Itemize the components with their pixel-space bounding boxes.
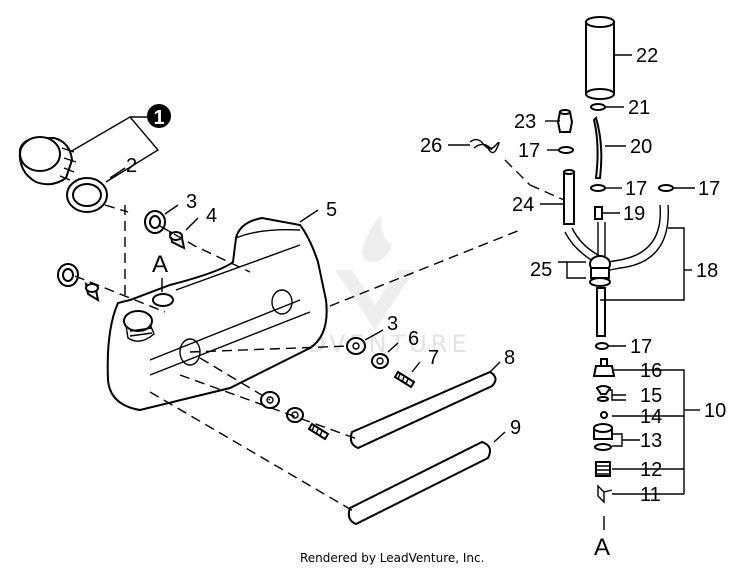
o-ring-17-mid: [590, 184, 606, 192]
filter-cap-16: [592, 358, 616, 377]
callout-15: 15: [640, 385, 662, 407]
render-credit: Rendered by LeadVenture, Inc.: [300, 551, 484, 565]
callout-6: 6: [408, 328, 419, 350]
callout-18: 18: [696, 260, 718, 282]
bushing-upper: [168, 230, 186, 250]
filter-seal-15: [595, 385, 612, 402]
washer-right-small: [371, 353, 389, 369]
filter-element-12: [595, 461, 611, 477]
callout-17-mid: 17: [625, 178, 647, 200]
callout-3-lower: 3: [387, 313, 398, 335]
o-ring-21: [590, 103, 606, 111]
fuel-tank: [106, 216, 328, 412]
pickup-tube: [563, 169, 575, 225]
callout-7: 7: [428, 347, 439, 369]
callout-22: 22: [636, 45, 658, 67]
callout-1: 1: [153, 107, 164, 129]
callout-25: 25: [530, 259, 552, 281]
callout-11: 11: [640, 484, 661, 506]
leader-lines-right: [448, 54, 700, 530]
strap-upper: [349, 370, 497, 450]
filter-ball-14: [600, 411, 608, 419]
callout-10: 10: [704, 400, 726, 422]
callout-1-badge: 1: [147, 104, 171, 129]
o-ring-17-lower: [595, 342, 609, 350]
washer-lower-small: [286, 407, 304, 423]
o-ring-17-right: [658, 184, 674, 192]
callout-16: 16: [640, 360, 662, 382]
callout-12: 12: [640, 459, 662, 481]
o-ring-17-upper: [558, 146, 574, 154]
callout-9: 9: [510, 417, 521, 439]
retainer-chain: [469, 138, 500, 154]
callout-13: 13: [640, 430, 662, 452]
filter-clip-11: [597, 484, 613, 504]
fuel-filter-stack: [592, 358, 616, 504]
callout-3-upper: 3: [186, 191, 197, 213]
callout-4: 4: [206, 205, 217, 227]
screw-lower: [307, 422, 330, 441]
callout-14: 14: [640, 406, 662, 428]
callout-20: 20: [630, 136, 652, 158]
callout-8: 8: [504, 347, 515, 369]
assembly-lines-right: [504, 159, 565, 201]
callout-2: 2: [126, 155, 137, 177]
callout-17-upper: 17: [518, 140, 540, 162]
washer-right: [346, 337, 366, 355]
leader-lines-left: [69, 116, 506, 443]
strap-lower: [347, 440, 491, 526]
callout-21: 21: [628, 97, 650, 119]
bushing-left: [84, 281, 100, 303]
reference-a-bottom: A: [594, 534, 610, 561]
grommet-upper: [144, 210, 166, 234]
callout-5: 5: [326, 199, 337, 221]
vent-valve: [556, 109, 574, 133]
callout-24: 24: [512, 194, 534, 216]
callout-17-lower: 17: [630, 336, 652, 358]
fuel-hose-20: [592, 116, 603, 179]
fuel-cap: [18, 136, 77, 186]
watermark-logo-icon: [335, 215, 415, 330]
fuel-line-assembly: [564, 204, 669, 337]
callout-26: 26: [420, 135, 442, 157]
tank-neck: [123, 310, 155, 342]
reference-a-top: A: [152, 251, 168, 278]
callout-17-right: 17: [698, 178, 720, 200]
connector-19: [594, 206, 603, 220]
callout-23: 23: [514, 111, 536, 133]
screw-right: [393, 370, 416, 389]
filter-spacer-13: [593, 423, 613, 451]
callout-19: 19: [623, 203, 645, 225]
grommet-left: [57, 263, 79, 287]
assembly-lines-left: [74, 204, 521, 513]
gasket-ring: [66, 177, 108, 213]
filter-sleeve: [585, 16, 615, 100]
